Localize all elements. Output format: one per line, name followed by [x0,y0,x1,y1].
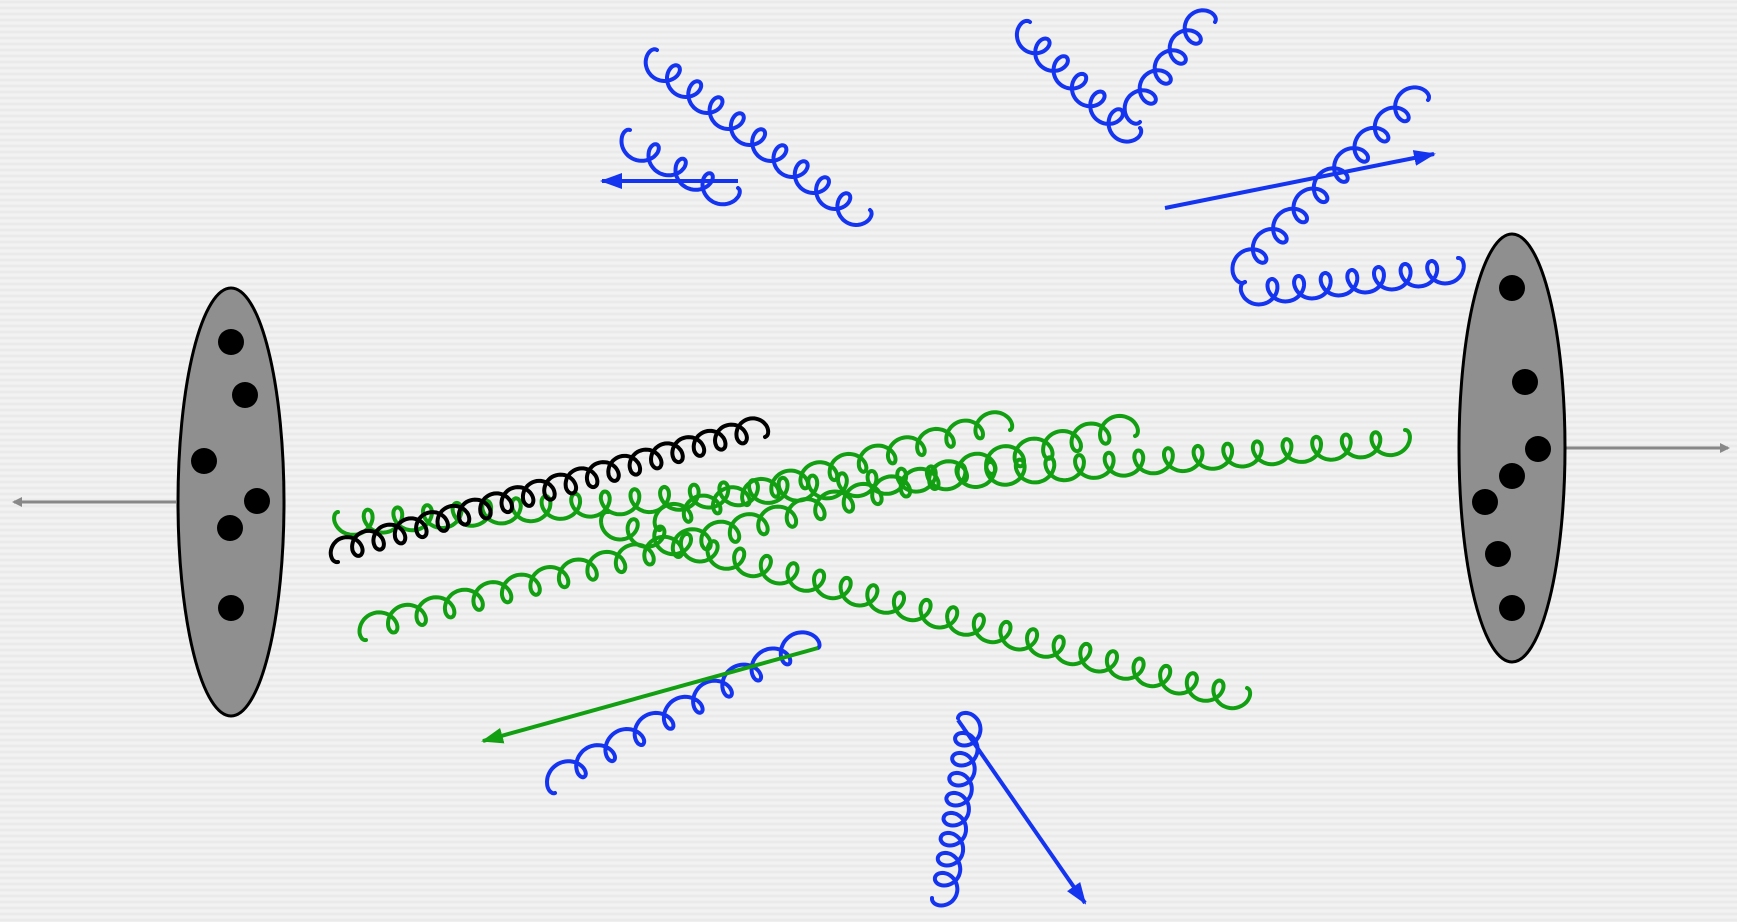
green-gluon-descending [598,509,1253,711]
gluon-lines [328,8,1466,908]
green-gluon-long-upper [332,428,1412,537]
blue-gluon-right-horizontal [1238,256,1466,307]
parton-dot [217,515,243,541]
blue-gluon-right-diagonal [1230,85,1432,286]
parton-dot [218,329,244,355]
parton-dot [1499,595,1525,621]
blue-quark-arrow-down [956,718,1087,905]
parton-dot [191,448,217,474]
parton-dot [244,488,270,514]
blue-gluon-bottom-diagonal [544,630,822,796]
parton-dot [232,382,258,408]
parton-dot [1499,463,1525,489]
green-quark-arrow [481,646,819,744]
green-gluon-short [652,410,1015,533]
blue-quark-arrow-right [1164,150,1436,210]
parton-dot [1525,436,1551,462]
parton-dot [1472,489,1498,515]
left-proton [176,286,286,718]
blue-gluon-top-v-left [1014,18,1144,144]
parton-dot [1485,541,1511,567]
right-proton [1457,232,1567,664]
green-gluon-lower-rising [357,413,1140,643]
parton-dot [1499,275,1525,301]
black-gluon [328,416,771,565]
blue-gluon-top-diagonal [643,47,874,228]
blue-gluon-top-short [619,127,742,207]
parton-dot [218,595,244,621]
parton-dot [1512,369,1538,395]
blue-gluon-top-v-right [1122,8,1218,126]
